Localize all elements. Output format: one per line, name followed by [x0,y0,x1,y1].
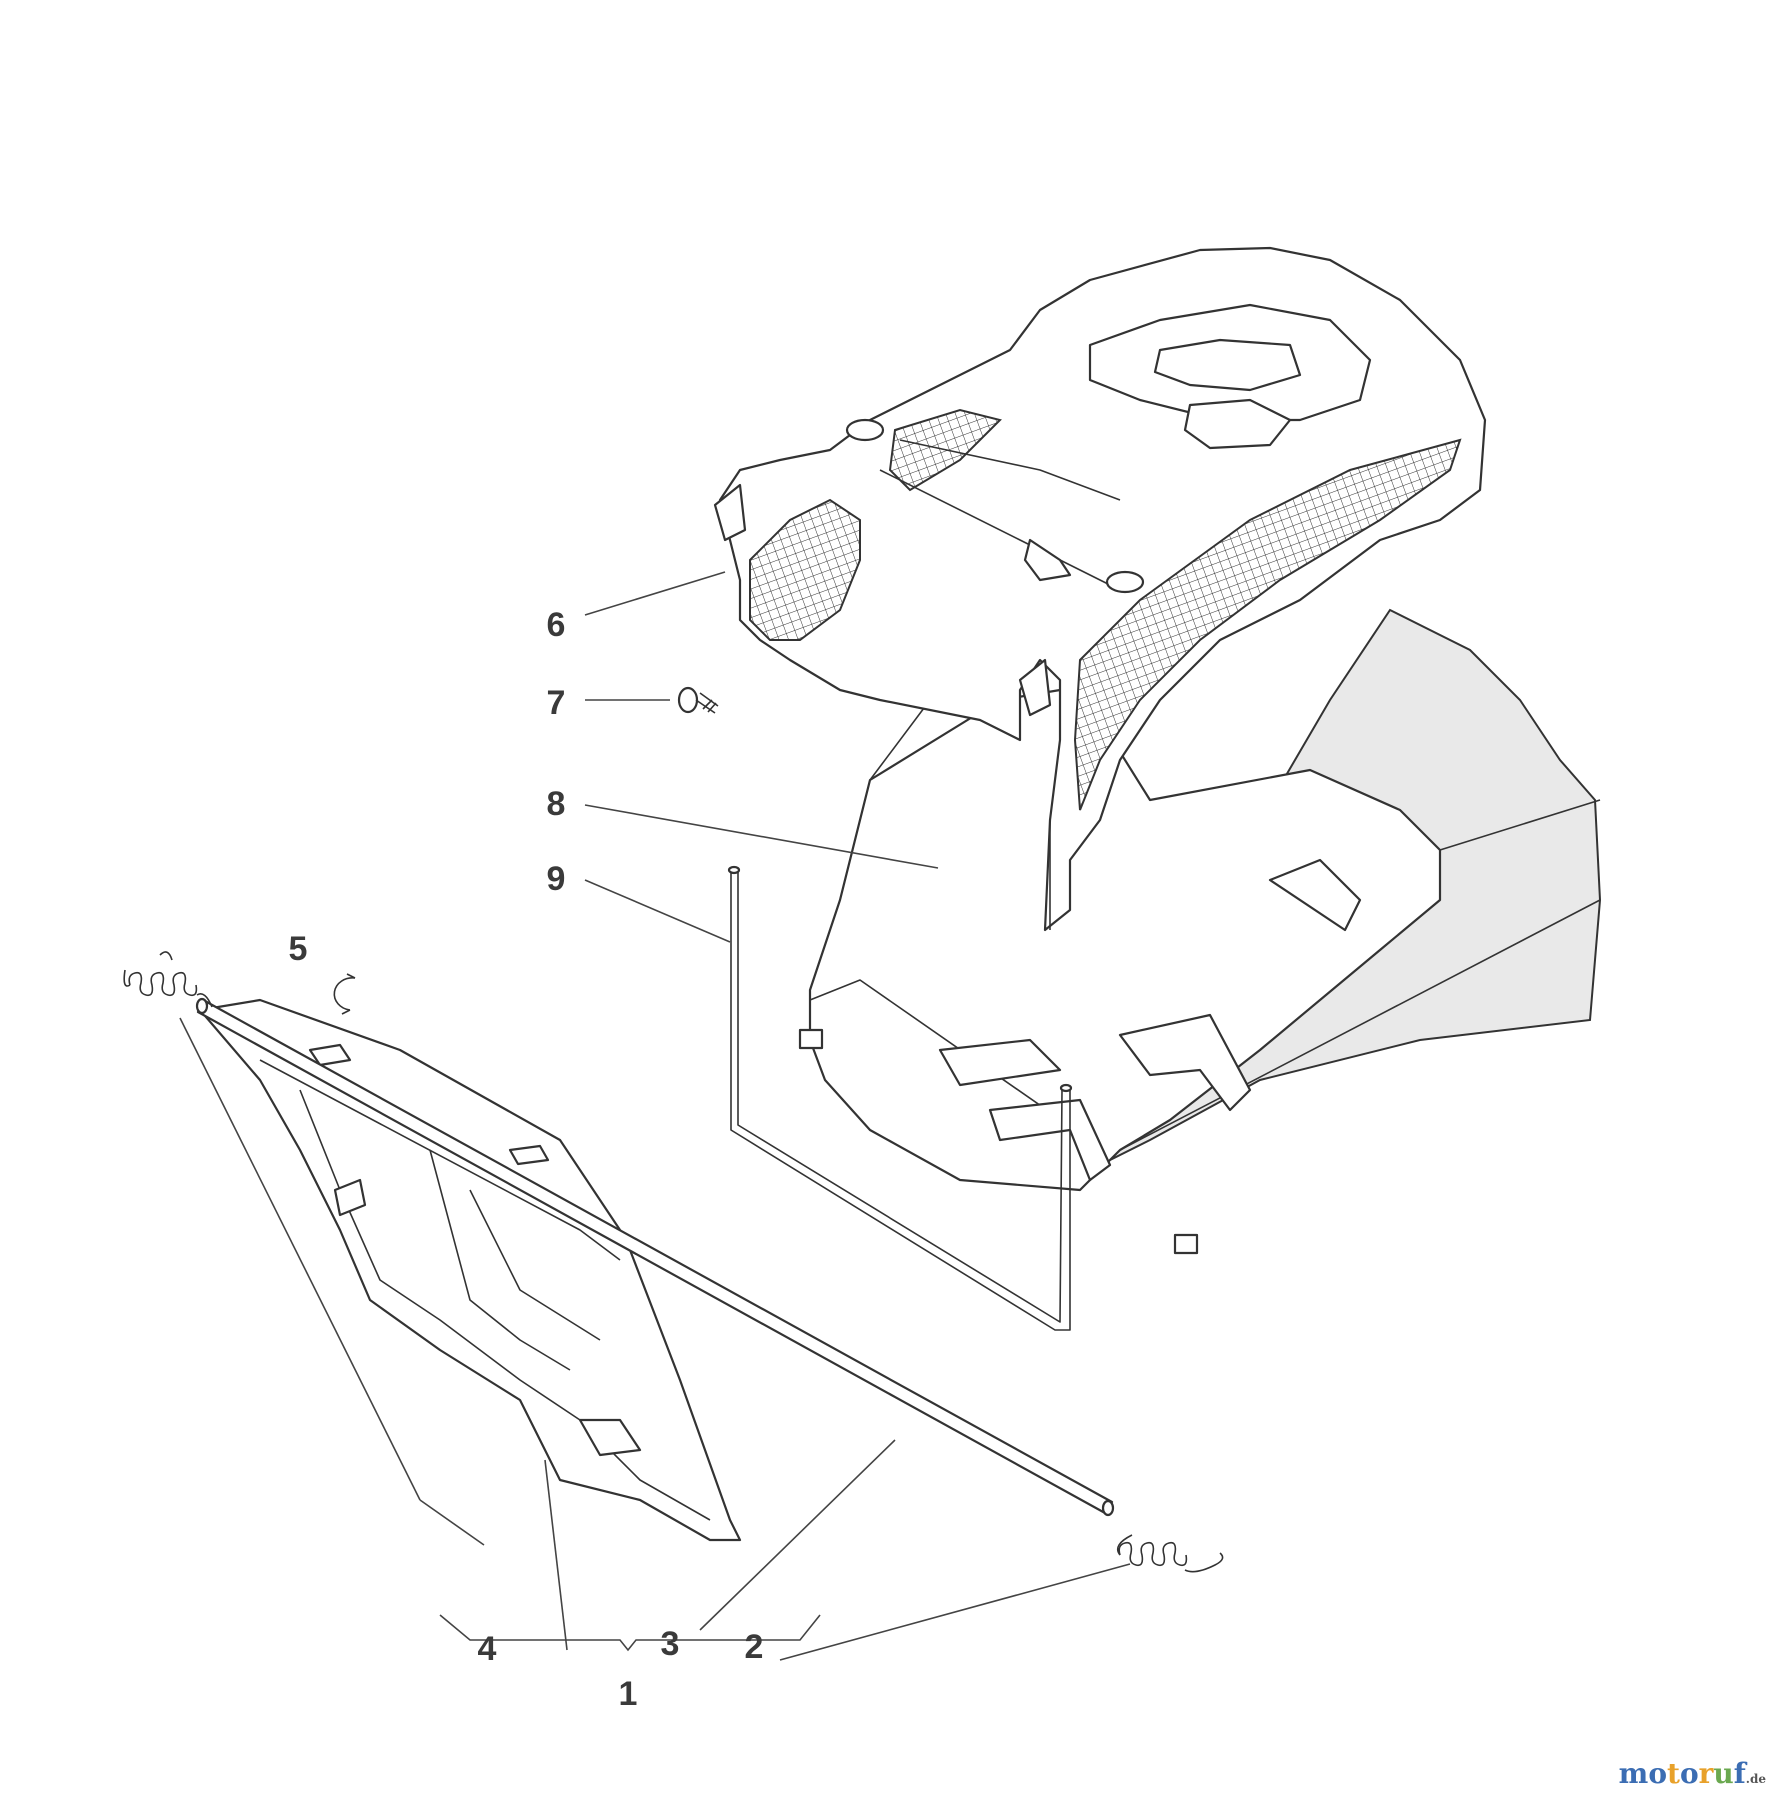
callout-2: 2 [745,1628,764,1666]
grass-bag-part [798,608,1602,1255]
callout-9: 9 [547,860,566,898]
callout-1: 1 [619,1675,638,1713]
spring-left-part [123,951,213,1008]
wm-letter: t [1667,1757,1680,1790]
leader-lines [179,571,1131,1661]
wm-letter: r [1698,1757,1714,1790]
rod-part [195,997,1115,1517]
catcher-top-part [713,246,1487,932]
callout-5: 5 [289,930,308,968]
wm-letter: u [1713,1757,1734,1790]
wm-letter: m [1618,1757,1649,1790]
callout-4: 4 [478,1630,497,1668]
wm-letter: o [1679,1757,1699,1790]
callout-8: 8 [547,785,566,823]
wm-tld: .de [1745,1772,1766,1786]
u-rod-part [727,865,1073,1331]
screw-part [677,686,719,714]
wm-letter: f [1733,1757,1746,1790]
circlip-part [333,973,356,1015]
callout-labels: 1 2 3 4 5 6 7 8 9 [289,606,764,1713]
motoruf-watermark-logo: motoruf.de [1619,1757,1766,1790]
spring-right-part [1116,1534,1224,1573]
callout-3: 3 [661,1625,680,1663]
callout-7: 7 [547,684,566,722]
callout-6: 6 [547,606,566,644]
flap-part [198,998,742,1542]
wm-letter: o [1648,1757,1667,1790]
